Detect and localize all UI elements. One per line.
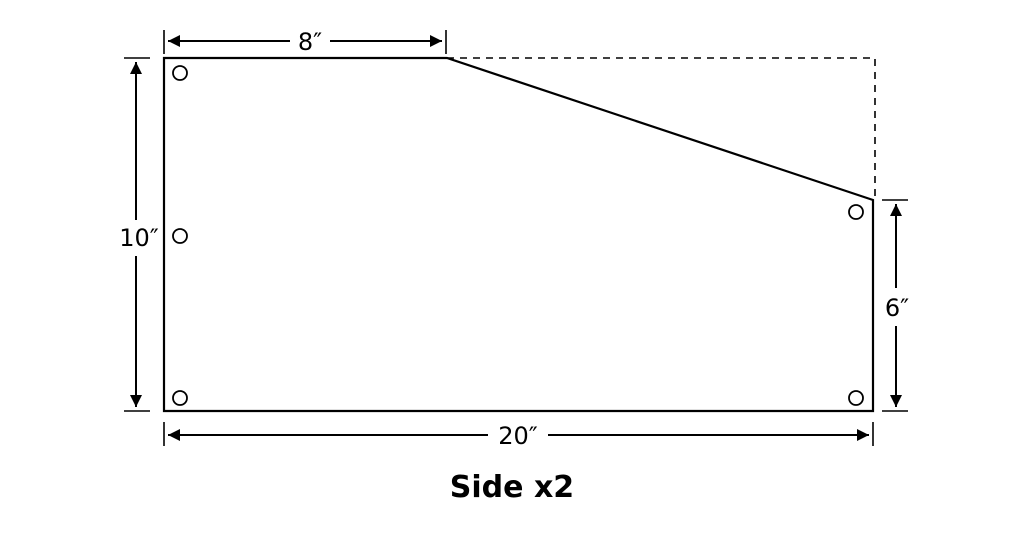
dimension-top-label: 8″ — [298, 28, 322, 56]
hole-top-right — [848, 204, 864, 220]
diagram-caption: Side x2 — [449, 470, 575, 505]
dimension-top: 8″ — [163, 28, 447, 56]
dimension-bottom-label: 20″ — [498, 422, 538, 450]
hole-bottom-right — [848, 390, 864, 406]
cutaway-dashed-outline — [447, 57, 876, 198]
dimension-right: 6″ — [878, 199, 914, 412]
hole-mid-left — [172, 228, 188, 244]
panel-outline — [162, 56, 875, 413]
dimension-left: 10″ — [112, 57, 160, 412]
hole-top-left — [172, 65, 188, 81]
dimension-right-label: 6″ — [885, 294, 909, 322]
dimension-bottom: 20″ — [163, 421, 874, 450]
hole-bottom-left — [172, 390, 188, 406]
dimension-left-label: 10″ — [119, 224, 159, 252]
